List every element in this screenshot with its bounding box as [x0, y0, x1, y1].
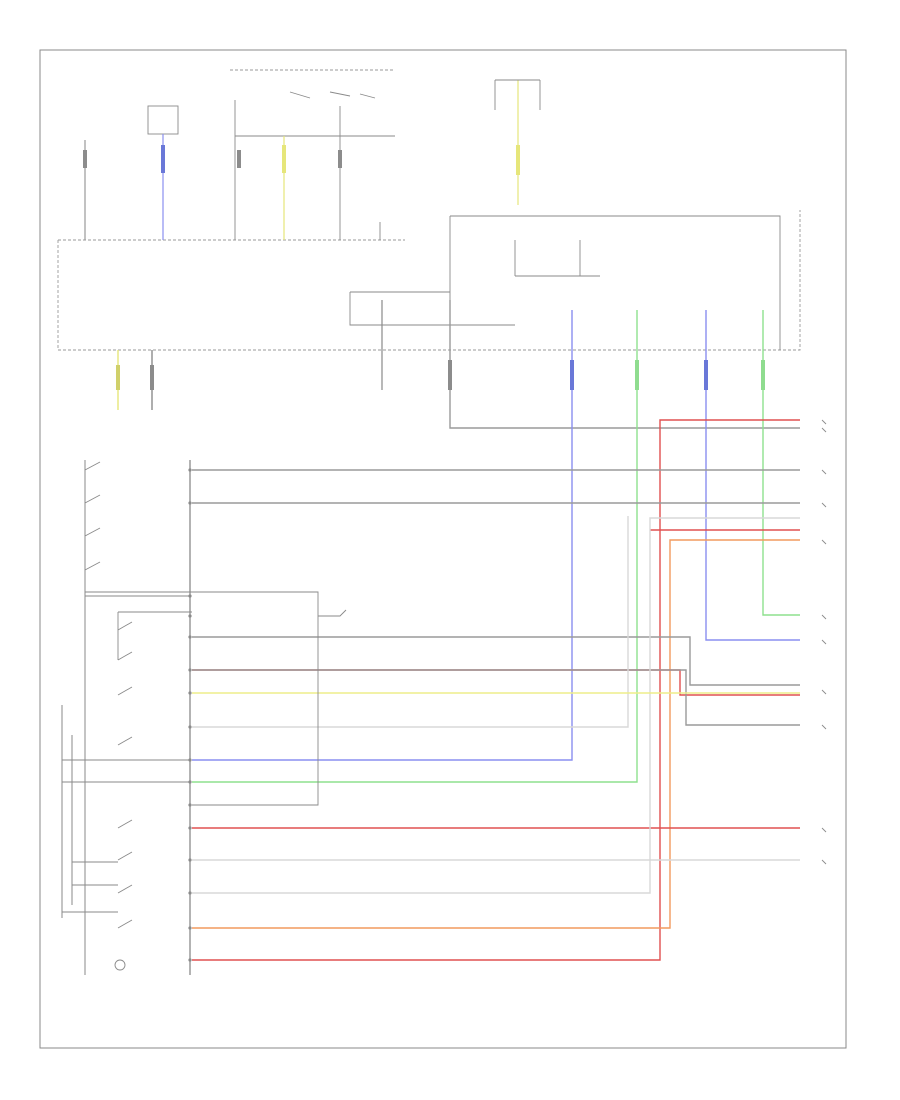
wire-cu-blue-2	[705, 310, 800, 641]
right-terminals	[821, 419, 827, 865]
control-unit-inner	[514, 240, 600, 277]
wire-red-main	[192, 419, 800, 961]
wire-white-2	[192, 517, 800, 894]
control-unit-box	[449, 215, 781, 350]
relay-box	[147, 105, 179, 135]
switch-group-bracket	[117, 611, 192, 660]
switch-group-box	[85, 591, 319, 806]
bus-terminals	[188, 468, 192, 962]
hot-fuse-bracket	[494, 79, 541, 110]
wire-cu-gray	[449, 300, 800, 429]
wire-cu-blue-1	[192, 310, 573, 761]
wire-orange-main	[192, 539, 800, 929]
wire-gray-3	[192, 636, 800, 686]
switch-contacts	[62, 461, 190, 929]
control-unit-bracket	[349, 291, 515, 326]
cu-connector-stubs	[448, 360, 765, 390]
lower-left-connectors	[116, 350, 154, 410]
diagram-frame	[39, 49, 847, 1049]
ignition-switch-contacts	[234, 91, 395, 240]
wire-cu-green-1	[192, 310, 638, 783]
wire-cu-green-2	[762, 310, 800, 616]
side-relay-symbol	[318, 609, 347, 617]
upper-connector-stubs	[83, 145, 520, 175]
wire-red-mid	[192, 669, 800, 696]
fuse-box-outline	[57, 210, 801, 351]
wire-gray-4	[192, 669, 800, 726]
wire-white-3	[192, 516, 629, 728]
horn-symbol	[114, 959, 126, 971]
